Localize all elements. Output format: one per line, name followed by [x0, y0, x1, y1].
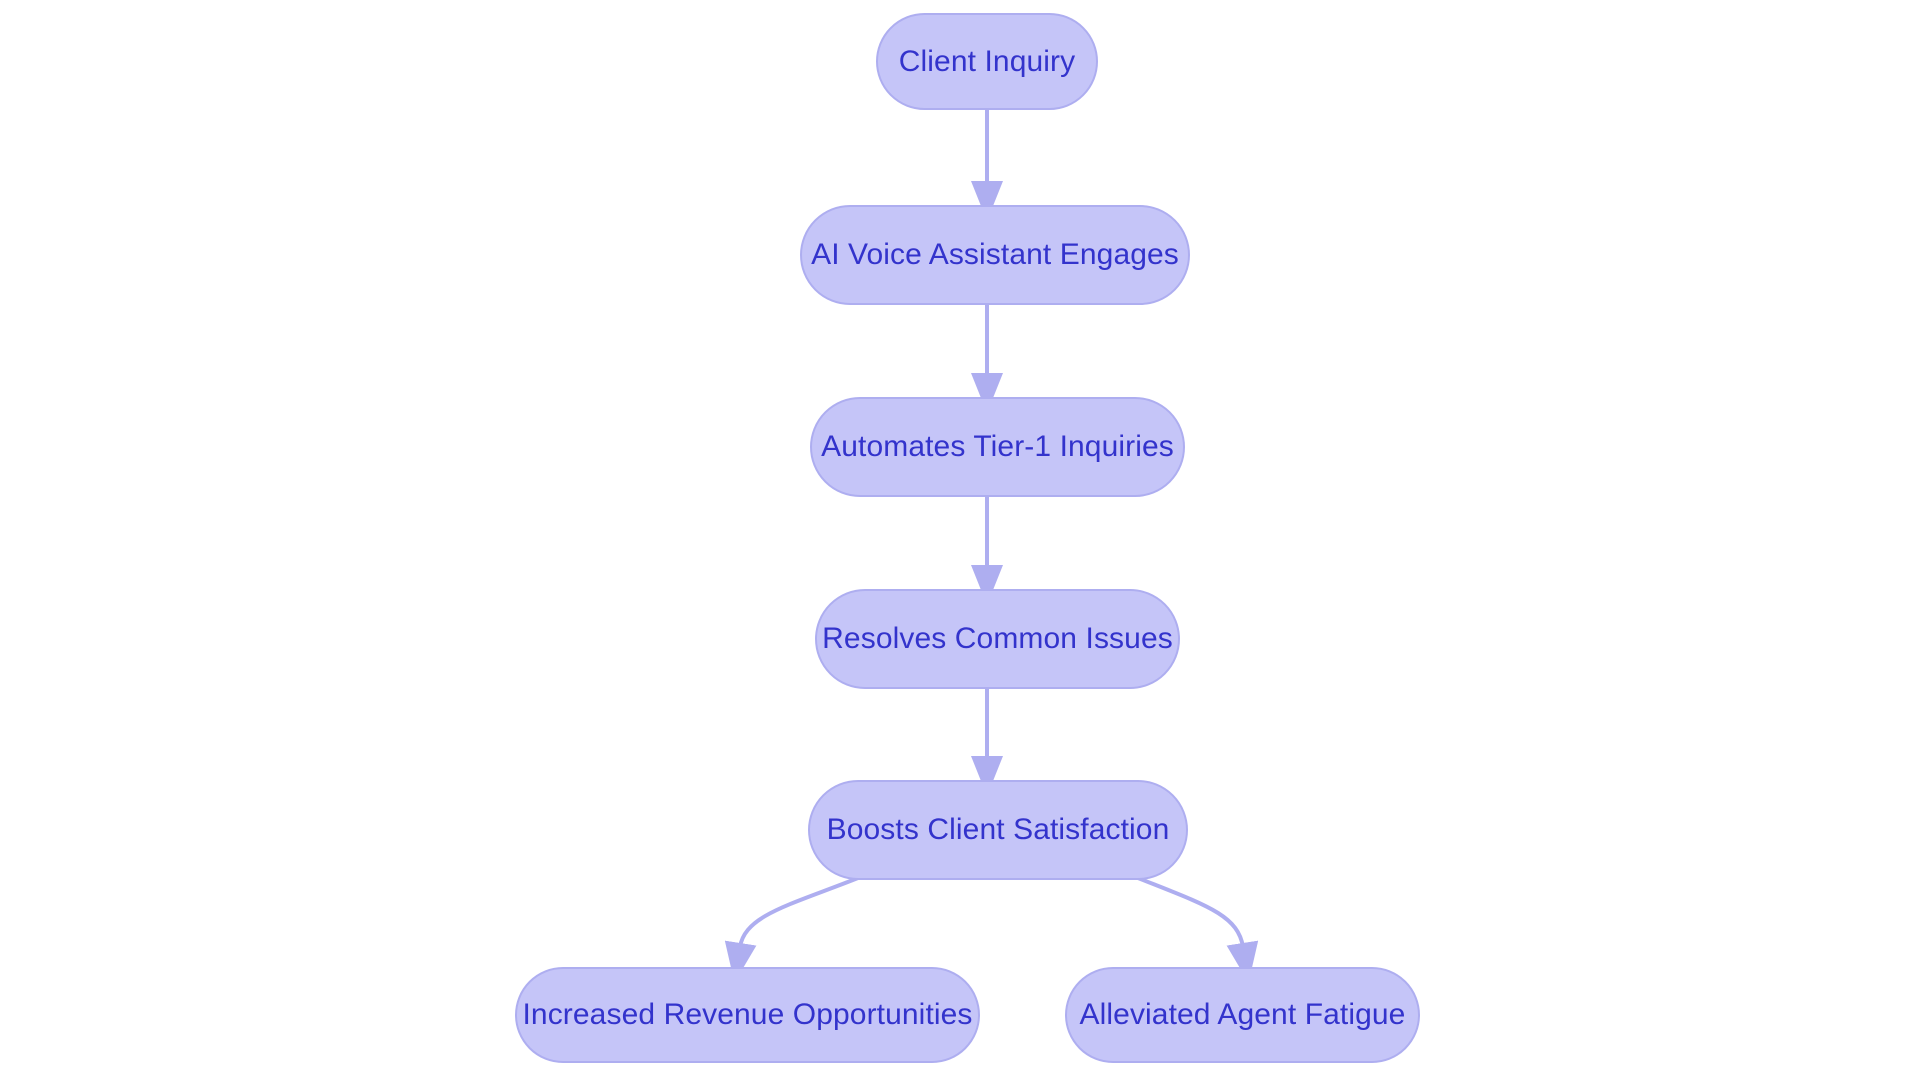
node-increased-revenue-opportunities[interactable]: Increased Revenue Opportunities	[515, 967, 980, 1063]
node-label: Increased Revenue Opportunities	[522, 998, 973, 1031]
node-label: AI Voice Assistant Engages	[811, 238, 1179, 271]
edge-boosts-client-satisfaction-to-alleviated-agent-fatigue	[1137, 876, 1259, 983]
node-automates-tier-1-inquiries[interactable]: Automates Tier-1 Inquiries	[810, 397, 1185, 497]
node-alleviated-agent-fatigue[interactable]: Alleviated Agent Fatigue	[1065, 967, 1420, 1063]
node-client-inquiry[interactable]: Client Inquiry	[876, 13, 1098, 110]
node-label: Boosts Client Satisfaction	[826, 813, 1170, 846]
edge-boosts-client-satisfaction-to-increased-revenue	[724, 876, 859, 983]
node-ai-voice-assistant-engages[interactable]: AI Voice Assistant Engages	[800, 205, 1190, 305]
node-label: Alleviated Agent Fatigue	[1079, 998, 1406, 1031]
node-resolves-common-issues[interactable]: Resolves Common Issues	[815, 589, 1180, 689]
node-label: Client Inquiry	[898, 44, 1076, 78]
node-boosts-client-satisfaction[interactable]: Boosts Client Satisfaction	[808, 780, 1188, 880]
node-label: Automates Tier-1 Inquiries	[821, 430, 1174, 463]
node-label: Resolves Common Issues	[822, 622, 1173, 655]
